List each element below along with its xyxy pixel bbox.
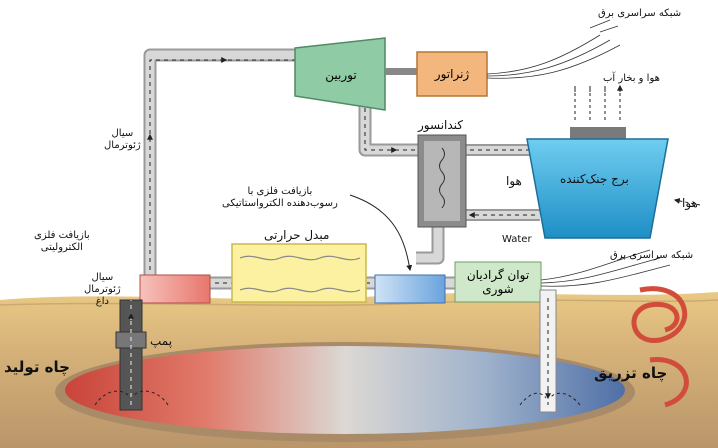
grid-label-top: شبکه سراسری برق	[598, 8, 682, 19]
electrostatic-line2: رسوب‌دهنده الکترواستاتیکی	[222, 198, 338, 209]
electrolytic-line1: بازیافت فلزی	[34, 230, 90, 241]
salinity-gradient-unit	[454, 261, 542, 303]
electrolytic-label: بازیافت فلزی الکترولیتی	[34, 230, 90, 254]
hot-fluid-line3: داغ	[95, 296, 109, 307]
generator-label: ژنراتور	[434, 67, 470, 81]
heat-exchanger-label: مبدل حرارتی	[264, 228, 330, 242]
hot-fluid-line1: سیال	[91, 272, 114, 283]
electrostatic-label: بازیافت فلزی با رسوب‌دهنده الکترواستاتیک…	[222, 186, 338, 210]
turbine-label: توربین	[325, 68, 357, 82]
heat-exchanger	[231, 243, 367, 303]
geo-fluid-label: سیال ژئوترمال	[104, 128, 141, 152]
pump-label: پمپ	[150, 334, 173, 348]
air-outer-label: هوا	[682, 196, 698, 210]
air-vapor-label: هوا و بخار آب	[603, 73, 660, 84]
reservoir	[65, 346, 625, 434]
turbine	[294, 37, 386, 111]
electrolytic-line2: الکترولیتی	[40, 242, 83, 253]
salinity-line1: توان گرادیان	[466, 268, 530, 282]
electrostatic-line1: بازیافت فلزی با	[247, 186, 313, 197]
tower-fan	[570, 127, 626, 139]
cooling-tower-label: برج جنک‌کننده	[560, 172, 629, 186]
condenser-label: کندانسور	[418, 118, 464, 132]
power-lines-top	[486, 34, 621, 79]
electrolytic-recovery-unit	[139, 274, 211, 304]
swirl-decoration	[631, 286, 688, 343]
water-label: Water	[502, 234, 532, 245]
generator	[416, 51, 488, 97]
air-inner-label: هوا	[506, 174, 522, 188]
injection-well-pipe	[539, 289, 557, 413]
salinity-label: توان گرادیان شوری	[455, 262, 541, 302]
geo-fluid-line2: ژئوترمال	[104, 140, 141, 151]
electrostatic-recovery-unit	[374, 274, 446, 304]
grid-label-right: شبکه سراسری برق	[610, 250, 694, 261]
cooling-tower	[526, 138, 669, 239]
salinity-line2: شوری	[482, 282, 514, 296]
production-well-label: چاه تولید	[4, 358, 70, 376]
geo-fluid-line1: سیال	[111, 128, 134, 139]
hot-fluid-label: سیال ژئوترمال داغ	[84, 272, 121, 308]
injection-well-label: چاه تزریق	[594, 364, 668, 382]
hot-fluid-line2: ژئوترمال	[84, 284, 121, 295]
